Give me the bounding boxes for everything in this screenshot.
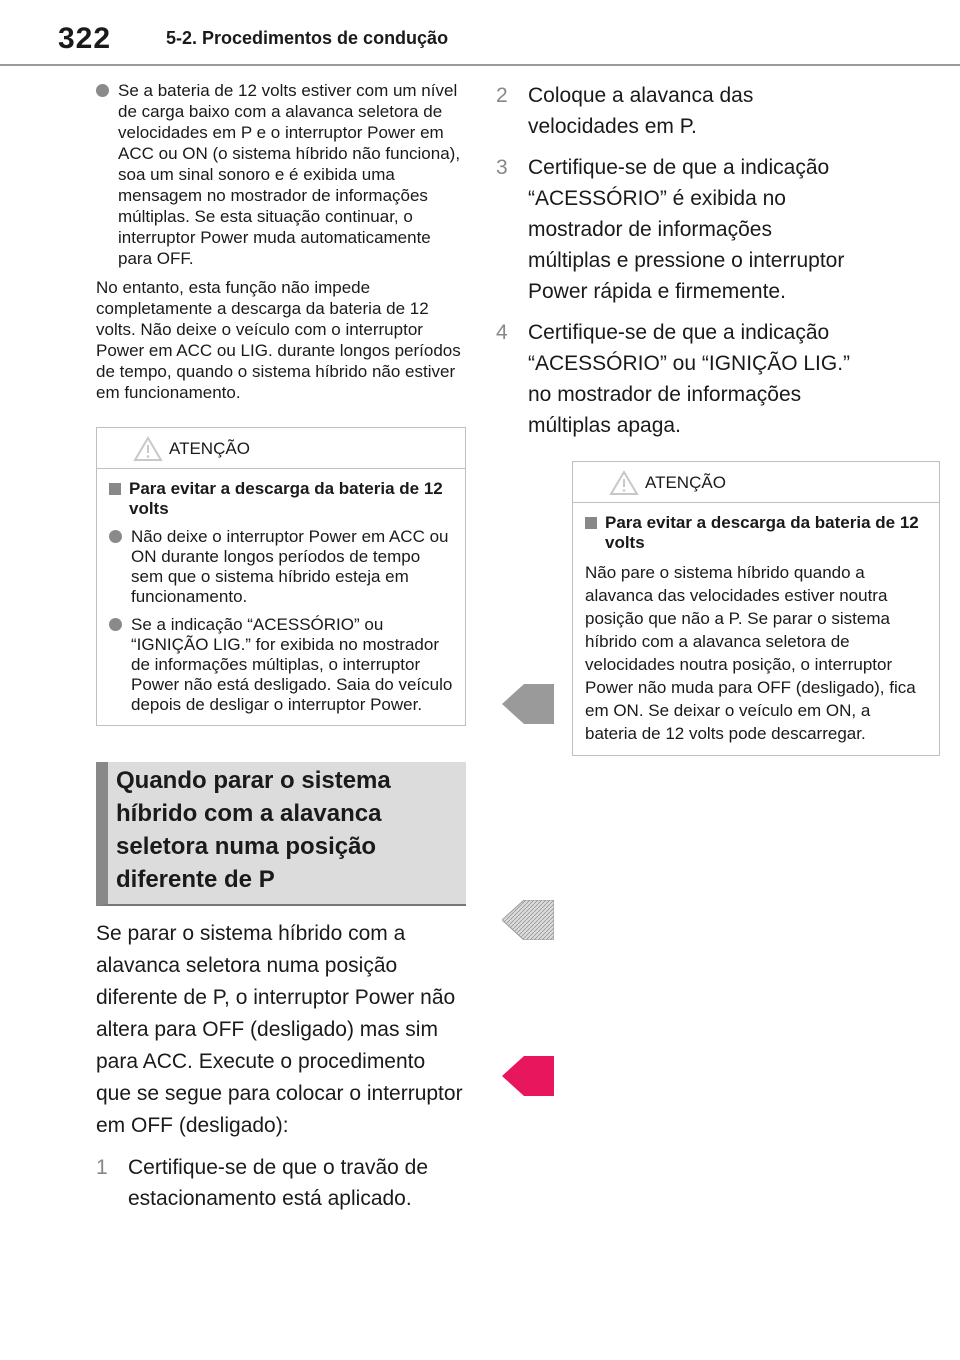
tab-arrow-pink-icon[interactable] — [502, 1056, 554, 1096]
warning-subheading-text: Para evitar a descarga da bateria de 12 … — [605, 513, 919, 552]
right-column: 2 Coloque a alavanca das velocidades em … — [496, 80, 946, 756]
tab-arrow-gray-icon[interactable] — [502, 684, 554, 724]
warning-text: Não pare o sistema híbrido quando a alav… — [585, 563, 916, 743]
bullet-dot-icon — [96, 84, 109, 97]
warning-bullet-text: Se a indicação “ACESSÓRIO” ou “IGNIÇÃO L… — [131, 615, 453, 714]
step-number: 1 — [96, 1156, 108, 1179]
step-number: 2 — [496, 84, 508, 107]
warning-box-left: ATENÇÃO Para evitar a descarga da bateri… — [96, 427, 466, 726]
warning-header: ATENÇÃO — [573, 462, 939, 503]
header-divider — [0, 64, 960, 66]
warning-triangle-icon — [609, 470, 639, 495]
battery-bullet: Se a bateria de 12 volts estiver com um … — [96, 80, 466, 269]
left-column: Se a bateria de 12 volts estiver com um … — [96, 80, 466, 1214]
square-bullet-icon — [109, 483, 121, 495]
body-paragraph: Se parar o sistema híbrido com a alavanc… — [96, 922, 463, 1137]
step-number: 4 — [496, 321, 508, 344]
step-item: 3 Certifique-se de que a indicação “ACES… — [496, 152, 851, 307]
step-item: 4 Certifique-se de que a indicação “ACES… — [496, 317, 851, 441]
warning-box-right: ATENÇÃO Para evitar a descarga da bateri… — [572, 461, 940, 756]
step-number: 3 — [496, 156, 508, 179]
warning-triangle-icon — [133, 436, 163, 461]
warning-title: ATENÇÃO — [169, 439, 250, 458]
warning-bullet-text: Não deixe o interruptor Power em ACC ou … — [131, 527, 449, 606]
square-bullet-icon — [585, 517, 597, 529]
step-item: 2 Coloque a alavanca das velocidades em … — [496, 80, 851, 142]
warning-bullet: Se a indicação “ACESSÓRIO” ou “IGNIÇÃO L… — [109, 615, 453, 715]
battery-bullet-text: Se a bateria de 12 volts estiver com um … — [118, 81, 461, 268]
section-heading: Quando parar o sistema híbrido com a ala… — [96, 762, 466, 906]
steps-list: 2 Coloque a alavanca das velocidades em … — [496, 80, 851, 441]
warning-body: Para evitar a descarga da bateria de 12 … — [97, 469, 465, 725]
warning-subheading: Para evitar a descarga da bateria de 12 … — [109, 479, 453, 519]
warning-title: ATENÇÃO — [645, 473, 726, 492]
tab-arrow-hatched-icon[interactable] — [502, 900, 554, 940]
step-text: Coloque a alavanca das velocidades em P. — [528, 84, 754, 138]
step-text: Certifique-se de que o travão de estacio… — [128, 1156, 429, 1210]
step-text: Certifique-se de que a indicação “ACESSÓ… — [528, 156, 845, 303]
bullet-dot-icon — [109, 530, 122, 543]
warning-subheading-text: Para evitar a descarga da bateria de 12 … — [129, 479, 443, 518]
warning-subheading: Para evitar a descarga da bateria de 12 … — [585, 513, 927, 553]
warning-bullet: Não deixe o interruptor Power em ACC ou … — [109, 527, 453, 607]
warning-header: ATENÇÃO — [97, 428, 465, 469]
page-number: 322 — [58, 22, 112, 55]
step-text: Certifique-se de que a indicação “ACESSÓ… — [528, 321, 851, 437]
warning-body: Para evitar a descarga da bateria de 12 … — [573, 503, 939, 755]
battery-paragraph: No entanto, esta função não impede compl… — [96, 278, 461, 402]
step-item: 1 Certifique-se de que o travão de estac… — [96, 1152, 466, 1214]
section-title: 5-2. Procedimentos de condução — [166, 28, 449, 48]
bullet-dot-icon — [109, 618, 122, 631]
